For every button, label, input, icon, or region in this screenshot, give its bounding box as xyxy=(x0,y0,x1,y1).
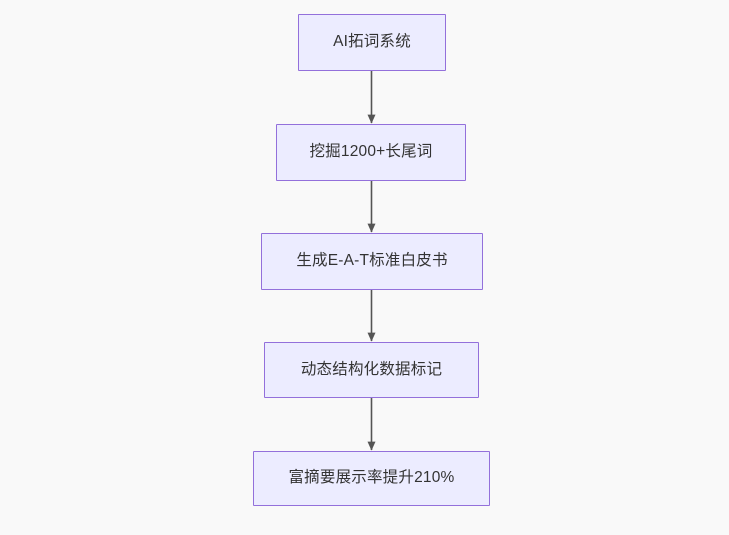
node-label: AI拓词系统 xyxy=(333,33,411,51)
node-label: 动态结构化数据标记 xyxy=(300,360,443,378)
node-label: 富摘要展示率提升210% xyxy=(288,469,455,487)
flowchart-node-dynamic-structured-data-markup[interactable]: 动态结构化数据标记 xyxy=(264,342,479,398)
node-label: 生成E-A-T标准白皮书 xyxy=(296,252,448,270)
node-label: 挖掘1200+长尾词 xyxy=(309,143,433,161)
flowchart-node-ai-keyword-system[interactable]: AI拓词系统 xyxy=(298,14,446,71)
flowchart-node-mine-longtail-keywords[interactable]: 挖掘1200+长尾词 xyxy=(276,124,466,181)
flowchart-node-rich-snippet-impression-lift[interactable]: 富摘要展示率提升210% xyxy=(253,451,490,506)
flowchart-node-generate-eat-whitepaper[interactable]: 生成E-A-T标准白皮书 xyxy=(261,233,483,290)
